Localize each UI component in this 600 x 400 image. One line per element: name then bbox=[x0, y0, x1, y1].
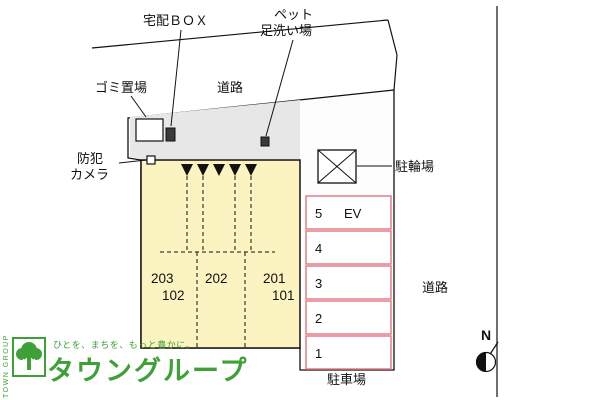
parking-stall-4-number: 4 bbox=[315, 241, 322, 256]
north-label: N bbox=[481, 327, 491, 343]
unit-201-label: 201 bbox=[263, 271, 286, 286]
pet-wash-label-line2: 足洗い場 bbox=[260, 23, 312, 38]
unit-203-label: 203 bbox=[151, 271, 174, 286]
security-camera-label-line1: 防犯 bbox=[77, 151, 103, 166]
parking-stall-1-number: 1 bbox=[315, 346, 322, 361]
road-edge-top bbox=[91, 19, 398, 91]
pet-wash-label-line1: ペット bbox=[274, 7, 313, 22]
pet-wash-leader-line bbox=[265, 39, 294, 137]
brand-name: タウングループ bbox=[47, 356, 249, 386]
garbage-leader-line bbox=[130, 95, 147, 118]
unit-numbers: 203 102 202 201 101 bbox=[151, 271, 295, 303]
delivery-box-leader-line bbox=[170, 29, 182, 127]
garbage-label: ゴミ置場 bbox=[95, 80, 147, 95]
parking-stall-3-number: 3 bbox=[315, 276, 322, 291]
parking-stalls: 5 EV 4 3 2 1 bbox=[305, 195, 392, 370]
brand-en-vertical-text: TOWN GROUP bbox=[3, 334, 10, 398]
parking-stall-5-ev-label: EV bbox=[344, 206, 362, 221]
parking-area-label: 駐車場 bbox=[327, 372, 366, 387]
unit-102-label: 102 bbox=[162, 288, 185, 303]
tree-icon bbox=[16, 342, 42, 370]
building-outline bbox=[140, 159, 301, 349]
entrance-triangle bbox=[181, 164, 193, 176]
delivery-box-label: 宅配ＢＯＸ bbox=[143, 13, 208, 28]
entrance-triangle bbox=[213, 164, 225, 176]
parking-stall-1 bbox=[305, 335, 392, 370]
parking-stall-5 bbox=[305, 195, 392, 230]
pet-wash-marker bbox=[260, 136, 270, 147]
parking-stall-5-number: 5 bbox=[315, 206, 322, 221]
entrance-triangles bbox=[181, 164, 257, 176]
bicycle-parking-label: 駐輪場 bbox=[395, 159, 434, 174]
road-top-label: 道路 bbox=[217, 80, 243, 95]
road-right-label: 道路 bbox=[422, 280, 448, 295]
brand-tagline: ひとを、まちを、もっと豊かに。 bbox=[53, 340, 196, 350]
parking-stall-3 bbox=[305, 265, 392, 300]
parking-stall-2-number: 2 bbox=[315, 311, 322, 326]
brand-logo-tree-icon bbox=[12, 337, 46, 377]
garbage-station-box bbox=[135, 118, 164, 142]
bicycle-parking-box bbox=[317, 149, 357, 184]
unit-101-label: 101 bbox=[272, 288, 295, 303]
north-compass-icon: N bbox=[475, 327, 499, 373]
entrance-triangle bbox=[245, 164, 257, 176]
entrance-triangle bbox=[197, 164, 209, 176]
security-camera-label-line2: カメラ bbox=[70, 167, 109, 182]
security-camera-marker bbox=[146, 155, 156, 165]
entrance-triangle bbox=[229, 164, 241, 176]
parking-stall-4 bbox=[305, 230, 392, 265]
unit-partition-dashed-lines bbox=[160, 176, 275, 348]
security-camera-leader-line bbox=[118, 159, 147, 164]
delivery-box-marker bbox=[165, 127, 176, 142]
unit-202-label: 202 bbox=[205, 271, 228, 286]
parking-stall-2 bbox=[305, 300, 392, 335]
